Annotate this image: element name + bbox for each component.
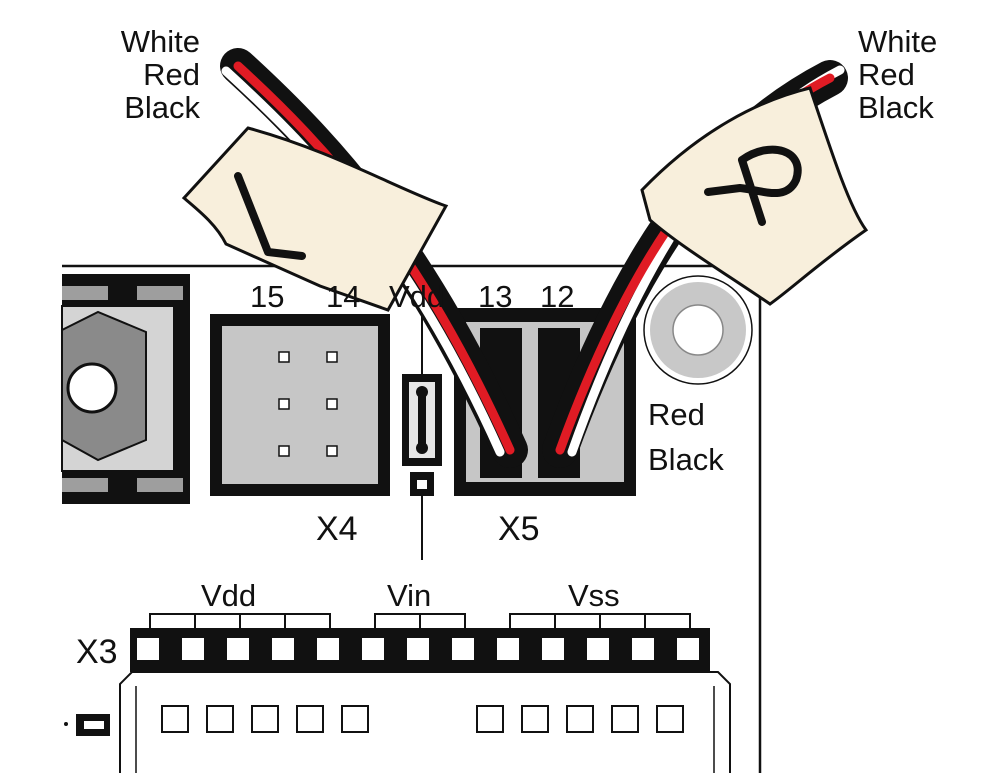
breadboard-hole xyxy=(161,705,189,733)
x5-legend-red: Red xyxy=(648,397,705,432)
pin-label-12: 12 xyxy=(540,279,574,314)
pin-label-vdd-top: Vdd xyxy=(389,279,444,314)
x4-label: X4 xyxy=(316,510,358,548)
wire-color-white-right: White xyxy=(858,24,937,59)
breadboard-hole xyxy=(296,705,324,733)
breadboard-hole xyxy=(251,705,279,733)
jumper xyxy=(402,300,442,560)
header-pin xyxy=(542,638,564,660)
x3-header xyxy=(130,628,710,672)
breadboard-hole xyxy=(476,705,504,733)
header-pin xyxy=(587,638,609,660)
rail-label-vin: Vin xyxy=(387,578,431,613)
pin-label-13: 13 xyxy=(478,279,512,314)
breadboard-hole xyxy=(341,705,369,733)
header-pin xyxy=(632,638,654,660)
breadboard-hole xyxy=(206,705,234,733)
breadboard-hole xyxy=(521,705,549,733)
header-pin xyxy=(227,638,249,660)
wire-color-black-left: Black xyxy=(124,90,200,125)
header-pin xyxy=(362,638,384,660)
right-cable-tag xyxy=(640,86,869,306)
header-pin xyxy=(317,638,339,660)
header-pin xyxy=(272,638,294,660)
left-cable-tag xyxy=(181,126,449,312)
breadboard-hole xyxy=(566,705,594,733)
wire-color-black-right: Black xyxy=(858,90,934,125)
wire-color-legend-left: White Red Black xyxy=(121,24,201,125)
x5-legend-black: Black xyxy=(648,442,724,477)
wire-color-red-right: Red xyxy=(858,57,915,92)
rail-label-vss: Vss xyxy=(568,578,620,613)
voltage-regulator xyxy=(61,274,190,504)
wire-color-white-left: White xyxy=(121,24,200,59)
pin-label-15: 15 xyxy=(250,279,284,314)
pin-label-14: 14 xyxy=(326,279,360,314)
wire-color-red-left: Red xyxy=(143,57,200,92)
x3-label: X3 xyxy=(76,633,118,671)
x5-label: X5 xyxy=(498,510,540,548)
wire-color-legend-right: White Red Black xyxy=(858,24,937,125)
header-pin xyxy=(497,638,519,660)
x4-connector xyxy=(210,314,390,496)
header-pin xyxy=(407,638,429,660)
rail-brackets xyxy=(149,613,691,628)
breadboard-hole xyxy=(611,705,639,733)
mounting-hole xyxy=(643,275,753,385)
header-pin xyxy=(452,638,474,660)
breadboard xyxy=(64,671,731,773)
header-pin xyxy=(182,638,204,660)
breadboard-hole xyxy=(656,705,684,733)
header-pin xyxy=(137,638,159,660)
header-pin xyxy=(677,638,699,660)
rail-label-vdd: Vdd xyxy=(201,578,256,613)
